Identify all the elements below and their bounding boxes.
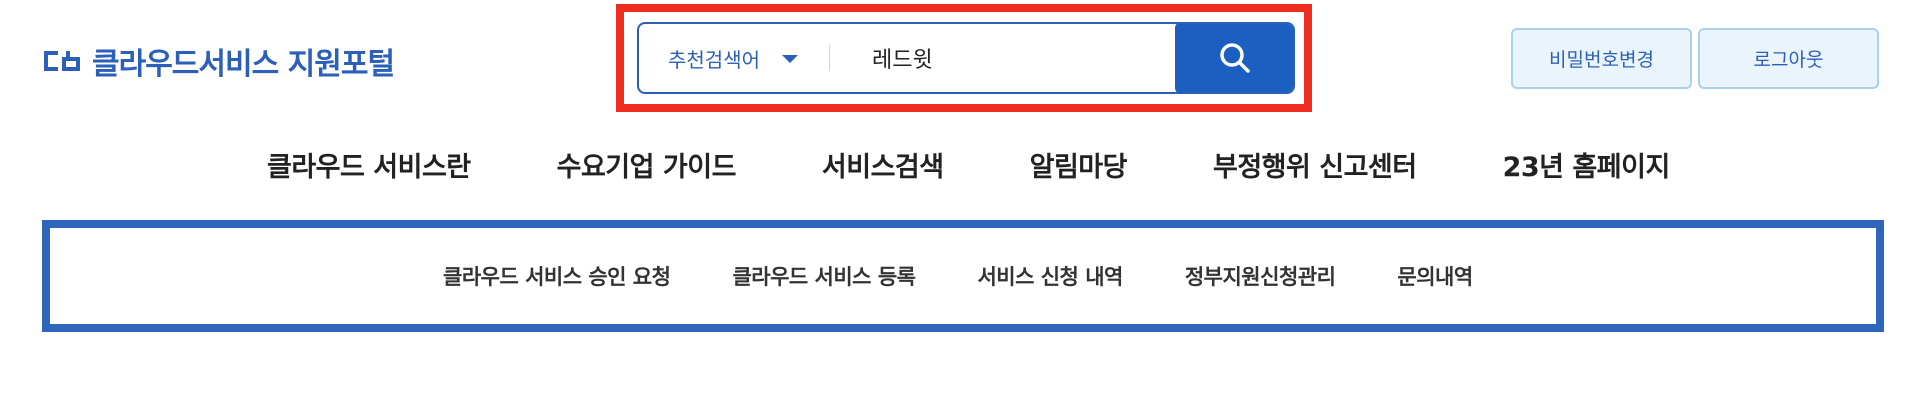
cloud-logo-icon	[44, 51, 80, 71]
sub-nav-item-inquiries[interactable]: 문의내역	[1397, 265, 1473, 289]
search-input[interactable]	[830, 24, 1175, 92]
search-bar: 추천검색어	[637, 22, 1295, 94]
sub-nav-item-gov-support-management[interactable]: 정부지원신청관리	[1184, 265, 1336, 289]
change-password-button[interactable]: 비밀번호변경	[1511, 28, 1692, 89]
main-nav-item-misconduct-report[interactable]: 부정행위 신고센터	[1212, 151, 1417, 183]
search-button[interactable]	[1175, 24, 1293, 92]
main-nav-item-cloud-service-intro[interactable]: 클라우드 서비스란	[267, 151, 471, 183]
search-icon	[1220, 43, 1250, 73]
search-category-dropdown[interactable]: 추천검색어	[639, 24, 829, 92]
sub-nav-item-service-registration[interactable]: 클라우드 서비스 등록	[732, 265, 916, 289]
logout-button[interactable]: 로그아웃	[1698, 28, 1879, 89]
logo-text: 클라우드서비스 지원포털	[92, 47, 395, 82]
main-nav-item-service-search[interactable]: 서비스검색	[821, 151, 944, 183]
main-nav-item-notices[interactable]: 알림마당	[1029, 151, 1128, 183]
main-nav: 클라우드 서비스란 수요기업 가이드 서비스검색 알림마당 부정행위 신고센터 …	[267, 140, 1670, 188]
sub-nav-item-approval-request[interactable]: 클라우드 서비스 승인 요청	[443, 265, 671, 289]
search-highlight-frame	[616, 4, 1312, 112]
sub-nav-panel: 클라우드 서비스 승인 요청 클라우드 서비스 등록 서비스 신청 내역 정부지…	[42, 220, 1884, 332]
main-nav-item-2023-homepage[interactable]: 23년 홈페이지	[1502, 151, 1671, 183]
sub-nav-item-application-history[interactable]: 서비스 신청 내역	[977, 265, 1123, 289]
main-nav-item-customer-guide[interactable]: 수요기업 가이드	[556, 151, 737, 183]
search-divider	[829, 45, 830, 71]
sub-nav: 클라우드 서비스 승인 요청 클라우드 서비스 등록 서비스 신청 내역 정부지…	[443, 228, 1473, 324]
site-logo[interactable]: 클라우드서비스 지원포털	[42, 40, 395, 82]
search-category-label: 추천검색어	[668, 47, 760, 72]
caret-down-icon	[782, 55, 798, 63]
